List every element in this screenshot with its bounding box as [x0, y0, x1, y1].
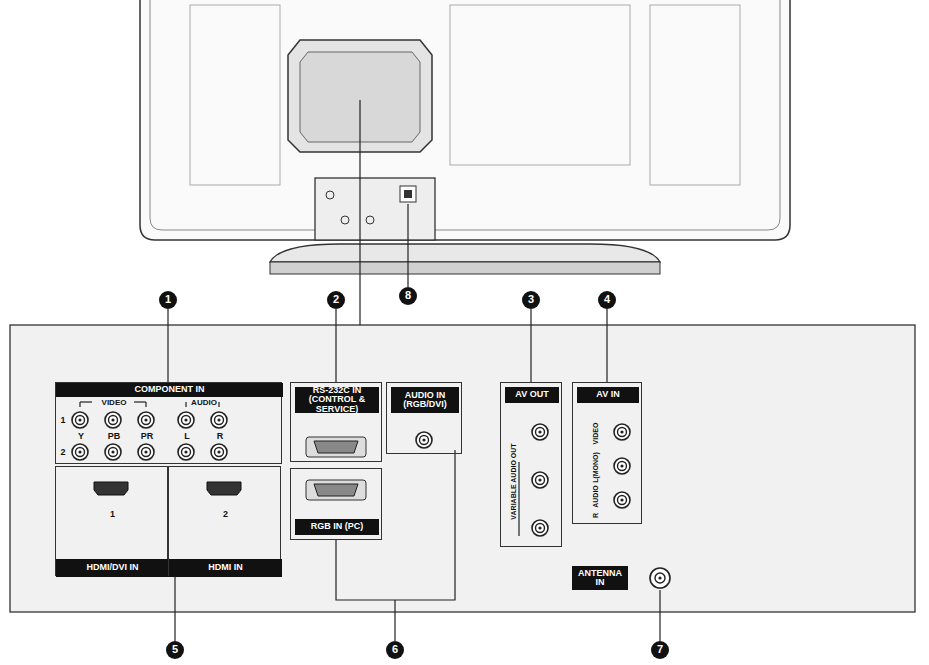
jack-label: L — [177, 431, 197, 443]
port-number: 2 — [169, 507, 282, 523]
jack-label: R — [210, 431, 230, 443]
vertical-label: L(MONO) — [590, 447, 601, 487]
jack-label: PR — [137, 431, 157, 443]
panel-header: COMPONENT IN — [56, 383, 283, 397]
av-out-panel: AV OUT VARIABLE AUDIO OUT — [500, 382, 562, 547]
rs232-panel: RS-232C IN (CONTROL & SERVICE) — [290, 382, 382, 462]
rgb-panel: RGB IN (PC) — [290, 468, 382, 540]
tv-rib — [190, 5, 280, 185]
screw — [326, 191, 334, 199]
av-in-panel: AV IN VIDEOL(MONO)AUDIOR — [572, 382, 642, 524]
callout-number: 4 — [598, 291, 616, 309]
component-panel: COMPONENT INVIDEO AUDIO 1 2Y PB PR L R — [55, 382, 282, 464]
panel-header: RS-232C IN (CONTROL & SERVICE) — [295, 387, 379, 413]
callout-circles — [159, 287, 669, 659]
callout-number: 5 — [166, 641, 184, 659]
vertical-label: VIDEO — [590, 413, 601, 453]
callout-number: 3 — [522, 291, 540, 309]
hdmi-panel: 1HDMI/DVI IN — [55, 466, 168, 576]
stand-neck — [315, 178, 435, 240]
callout-number: 6 — [386, 641, 404, 659]
panel-header: AV OUT — [505, 387, 559, 403]
panel-header: AV IN — [577, 387, 639, 403]
callout-number: 1 — [159, 291, 177, 309]
port-label: ANTENNA IN — [572, 566, 628, 590]
panel-header: AUDIO IN (RGB/DVI) — [391, 387, 459, 413]
screw — [366, 216, 374, 224]
callout-number: 8 — [399, 287, 417, 305]
rca-jacks — [72, 412, 630, 536]
row-number: 1 — [58, 414, 68, 428]
panel-label: RGB IN (PC) — [295, 519, 379, 535]
stand-base — [270, 244, 660, 262]
callout-number: 2 — [327, 291, 345, 309]
tv-back-rim — [150, 0, 780, 230]
panel-label: HDMI/DVI IN — [56, 559, 169, 577]
group-label: AUDIO — [174, 398, 234, 409]
tv-rib — [450, 5, 630, 165]
jack-label: Y — [71, 431, 91, 443]
group-label: VIDEO — [84, 398, 144, 409]
row-number: 2 — [58, 446, 68, 460]
vertical-label: VARIABLE AUDIO OUT — [508, 426, 519, 536]
screw — [341, 216, 349, 224]
antenna-jack — [650, 568, 670, 588]
audio-in-panel: AUDIO IN (RGB/DVI) — [386, 382, 462, 454]
vertical-label: R — [590, 510, 601, 520]
callout-number: 7 — [651, 641, 669, 659]
tv-rib — [650, 5, 740, 185]
hdmi-panel: 2HDMI IN — [168, 466, 281, 576]
stand-base — [270, 262, 660, 274]
vertical-label: AUDIO — [590, 481, 601, 511]
power-socket — [400, 186, 416, 202]
tv-back — [140, 0, 790, 240]
port-number: 1 — [56, 507, 169, 523]
power-socket — [404, 190, 412, 198]
jack-label: PB — [104, 431, 124, 443]
connector-panel — [10, 325, 915, 612]
panel-label: HDMI IN — [169, 559, 282, 577]
